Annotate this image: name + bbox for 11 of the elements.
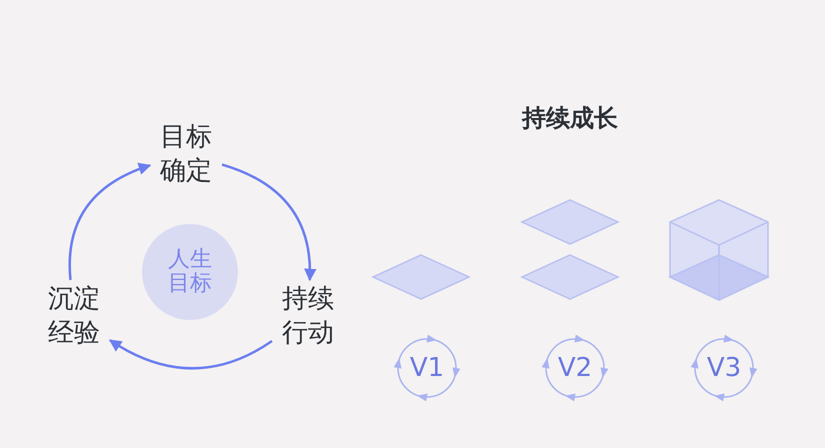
- step-label: 持续行动: [281, 283, 335, 350]
- goal-label: 人生目标: [167, 248, 213, 296]
- step-label: 沉淀经验: [47, 283, 101, 350]
- curved-arrow: [222, 163, 316, 282]
- curved-arrow: [108, 339, 273, 370]
- version-label: V2: [558, 352, 592, 384]
- curved-arrow: [68, 163, 152, 280]
- step-label: 目标确定: [159, 121, 213, 188]
- version-label: V1: [410, 352, 444, 384]
- section-title: 持续成长: [520, 103, 619, 134]
- version-label: V3: [706, 352, 742, 384]
